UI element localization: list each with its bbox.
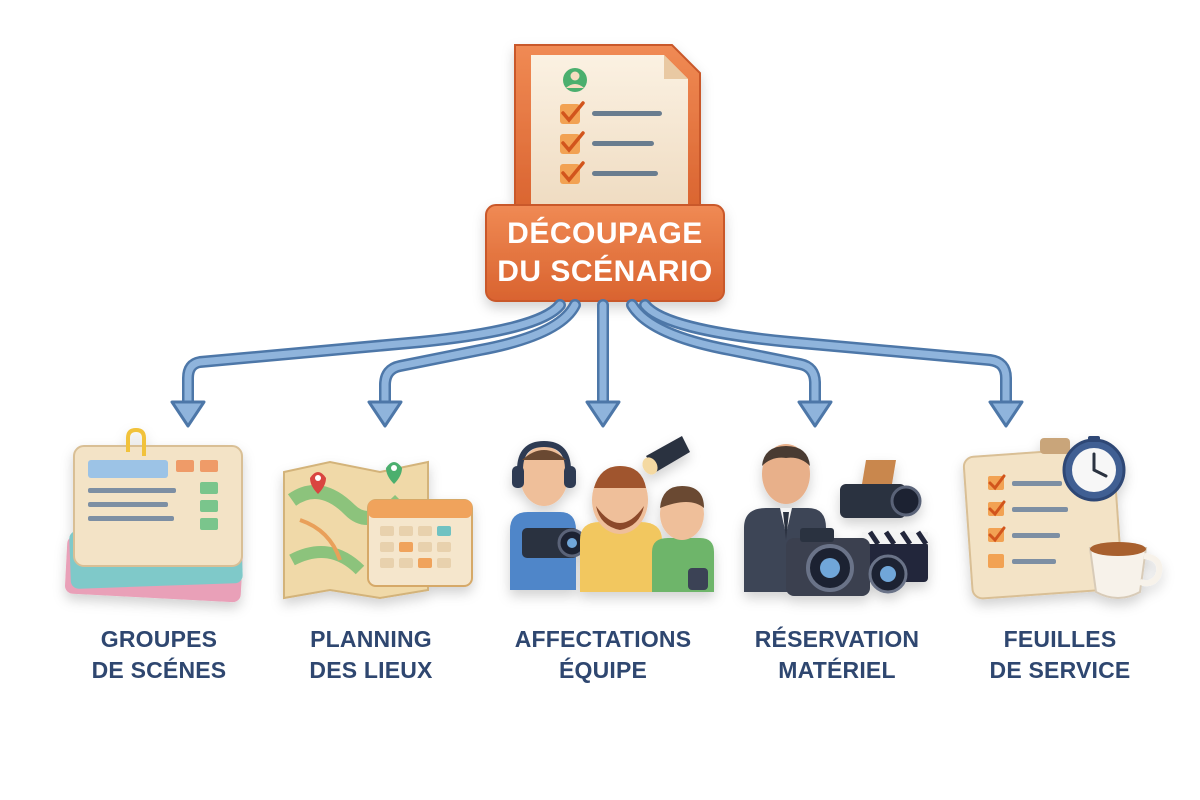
node-label-line1: PLANNING: [310, 626, 432, 652]
node-label-line2: DE SERVICE: [989, 657, 1131, 683]
root-label-line1: DÉCOUPAGE: [507, 217, 703, 250]
node-label-affectations: AFFECTATIONS ÉQUIPE: [498, 624, 708, 686]
node-label-planning: PLANNING DES LIEUX: [266, 624, 476, 686]
film-crew-icon: [510, 436, 714, 592]
camera-equipment-icon: [744, 444, 929, 596]
scene-cards-icon: [65, 427, 243, 603]
node-label-line2: DES LIEUX: [309, 657, 433, 683]
call-sheet-clock-icon: [962, 436, 1163, 600]
root-node: [485, 44, 725, 302]
node-label-line2: MATÉRIEL: [778, 657, 896, 683]
node-label-feuilles: FEUILLES DE SERVICE: [955, 624, 1165, 686]
node-label-line1: FEUILLES: [1003, 626, 1117, 652]
node-label-groupes: GROUPES DE SCÉNES: [54, 624, 264, 686]
arrow-to-affectations: [585, 299, 621, 428]
script-checklist-document-icon: [514, 44, 701, 216]
node-label-line2: DE SCÉNES: [91, 657, 227, 683]
root-node-label: DÉCOUPAGE DU SCÉNARIO: [486, 205, 724, 301]
arrow-to-reservation: [626, 299, 833, 428]
arrow-to-planning: [367, 299, 581, 428]
node-label-line2: ÉQUIPE: [558, 657, 648, 683]
node-label-line1: GROUPES: [100, 626, 218, 652]
connector-arrows: [170, 299, 1024, 428]
arrow-to-groupes: [170, 299, 566, 428]
node-label-line1: AFFECTATIONS: [514, 626, 692, 652]
node-label-reservation: RÉSERVATION MATÉRIEL: [732, 624, 942, 686]
root-label-line2: DU SCÉNARIO: [497, 255, 713, 288]
arrow-to-feuilles: [639, 299, 1024, 428]
map-calendar-icon: [283, 460, 473, 600]
node-label-line1: RÉSERVATION: [754, 626, 920, 652]
